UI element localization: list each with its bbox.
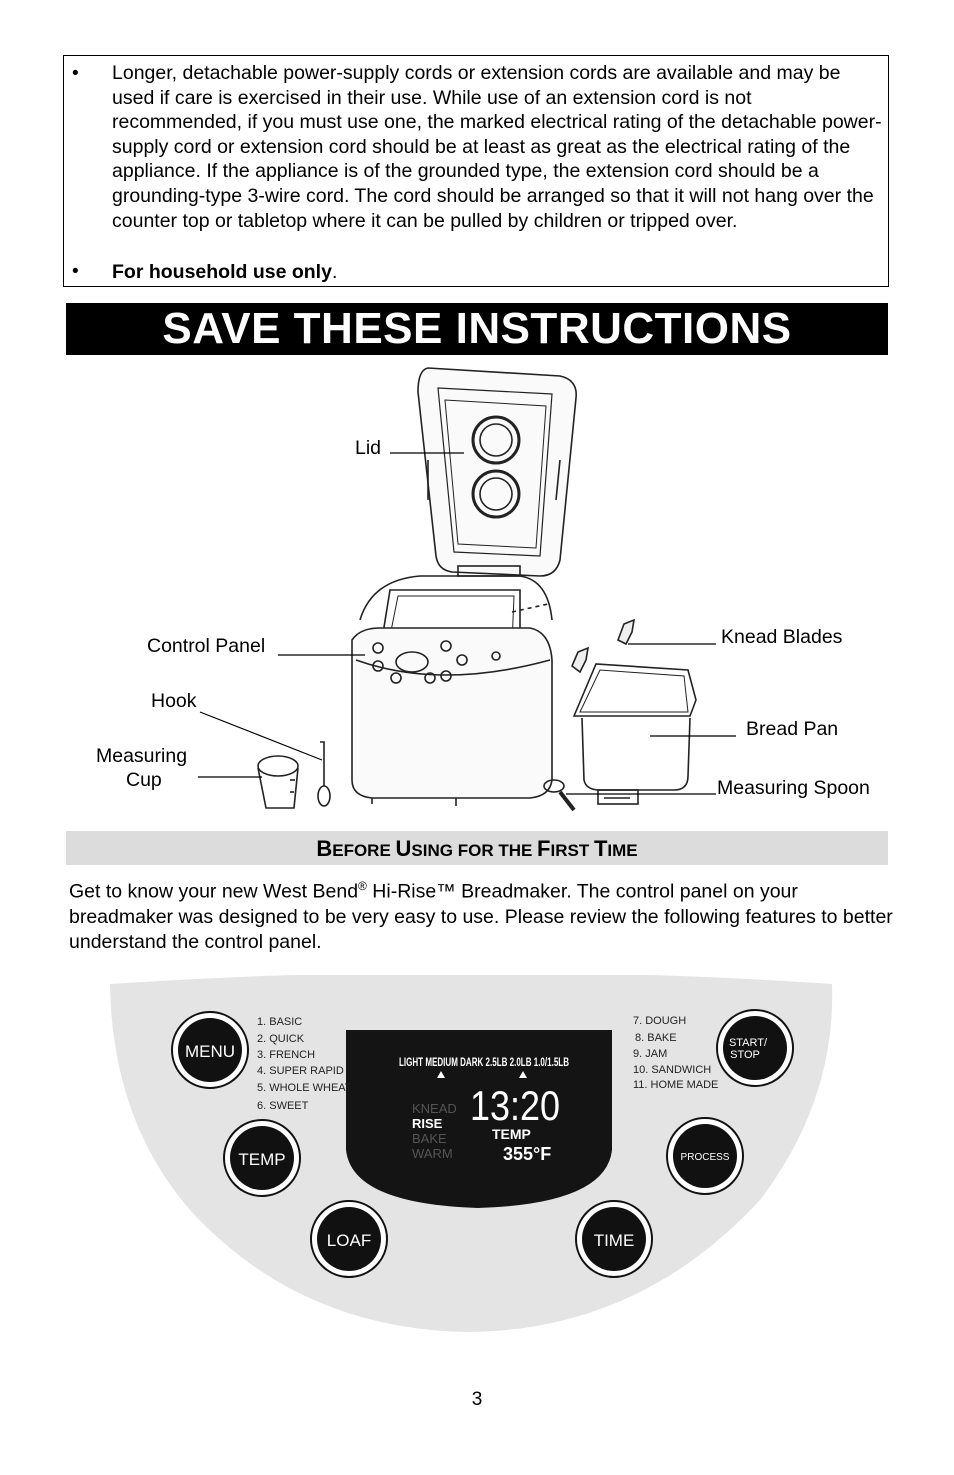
svg-text:8. BAKE: 8. BAKE xyxy=(635,1032,677,1044)
control-panel-label: Control Panel xyxy=(147,635,266,657)
bullet: • xyxy=(72,63,79,84)
warning-household-text: For household use only. xyxy=(112,260,882,285)
svg-text:4. SUPER RAPID: 4. SUPER RAPID xyxy=(257,1065,344,1077)
bullet: • xyxy=(72,261,79,282)
warning-cord-text: Longer, detachable power-supply cords or… xyxy=(112,62,882,232)
lcd-stage-knead: KNEAD xyxy=(412,1101,457,1116)
svg-text:LOAF: LOAF xyxy=(327,1231,371,1250)
program-list-left: 1. BASIC 2. QUICK 3. FRENCH 4. SUPER RAP… xyxy=(257,1016,352,1112)
svg-text:PROCESS: PROCESS xyxy=(681,1152,730,1163)
svg-text:TIME: TIME xyxy=(594,1231,635,1250)
svg-text:MENU: MENU xyxy=(185,1042,235,1061)
lcd-stage-bake: BAKE xyxy=(412,1131,447,1146)
section-heading: BEFORE USING FOR THE FIRST TIME xyxy=(66,831,888,865)
lcd-time: 13:20 xyxy=(470,1082,560,1129)
menu-button[interactable]: MENU xyxy=(171,1011,249,1089)
lcd-stage-rise: RISE xyxy=(412,1116,443,1131)
svg-text:3. FRENCH: 3. FRENCH xyxy=(257,1049,315,1061)
intro-paragraph: Get to know your new West Bend® Hi-Rise™… xyxy=(69,879,893,953)
process-button[interactable]: PROCESS xyxy=(666,1117,744,1195)
svg-text:1. BASIC: 1. BASIC xyxy=(257,1016,302,1028)
hook-label: Hook xyxy=(151,690,197,712)
lcd-header: LIGHT MEDIUM DARK 2.5LB 2.0LB 1.0/1.5LB xyxy=(399,1055,569,1069)
measuring-spoon-label: Measuring Spoon xyxy=(717,777,870,799)
start-stop-button[interactable]: START/ STOP xyxy=(716,1009,794,1087)
measuring-cup-label-2: Cup xyxy=(126,769,162,791)
svg-text:TEMP: TEMP xyxy=(238,1150,285,1169)
svg-text:7. DOUGH: 7. DOUGH xyxy=(633,1015,686,1027)
control-panel-illustration: LIGHT MEDIUM DARK 2.5LB 2.0LB 1.0/1.5LB … xyxy=(110,975,833,1332)
lcd-temp-value: 355°F xyxy=(503,1144,551,1164)
svg-text:11. HOME MADE: 11. HOME MADE xyxy=(633,1079,718,1091)
save-instructions-banner: SAVE THESE INSTRUCTIONS xyxy=(66,303,888,355)
household-period: . xyxy=(331,261,338,283)
svg-text:6. SWEET: 6. SWEET xyxy=(257,1100,309,1112)
household-bold: For household use only xyxy=(112,261,332,283)
breadmaker-base-illustration xyxy=(351,575,553,806)
lcd-temp-label: TEMP xyxy=(492,1126,531,1142)
lid-label: Lid xyxy=(355,437,382,459)
svg-text:2. QUICK: 2. QUICK xyxy=(257,1033,305,1045)
svg-text:10. SANDWICH: 10. SANDWICH xyxy=(633,1064,711,1076)
svg-text:5. WHOLE WHEAT: 5. WHOLE WHEAT xyxy=(257,1082,352,1094)
measuring-cup-illustration xyxy=(257,755,299,809)
time-button[interactable]: TIME xyxy=(575,1200,653,1278)
warning-box xyxy=(63,55,889,287)
bread-pan-illustration xyxy=(572,663,697,805)
svg-text:9. JAM: 9. JAM xyxy=(633,1048,667,1060)
svg-text:STOP: STOP xyxy=(730,1049,760,1061)
svg-text:START/: START/ xyxy=(729,1037,768,1049)
program-list-right: 7. DOUGH 8. BAKE 9. JAM 10. SANDWICH 11.… xyxy=(633,1015,718,1091)
breadmaker-diagram xyxy=(198,367,736,812)
measuring-cup-label-1: Measuring xyxy=(96,745,188,767)
bread-pan-label: Bread Pan xyxy=(746,718,839,740)
page-number: 3 xyxy=(471,1389,483,1410)
temp-button[interactable]: TEMP xyxy=(223,1119,301,1197)
knead-blades-label: Knead Blades xyxy=(721,626,843,648)
measuring-spoon-illustration xyxy=(543,779,576,812)
loaf-button[interactable]: LOAF xyxy=(310,1200,388,1278)
lid-illustration xyxy=(417,367,577,577)
lcd-stage-warm: WARM xyxy=(412,1146,453,1161)
hook-illustration xyxy=(317,741,331,807)
knead-blades-illustration xyxy=(571,618,636,674)
